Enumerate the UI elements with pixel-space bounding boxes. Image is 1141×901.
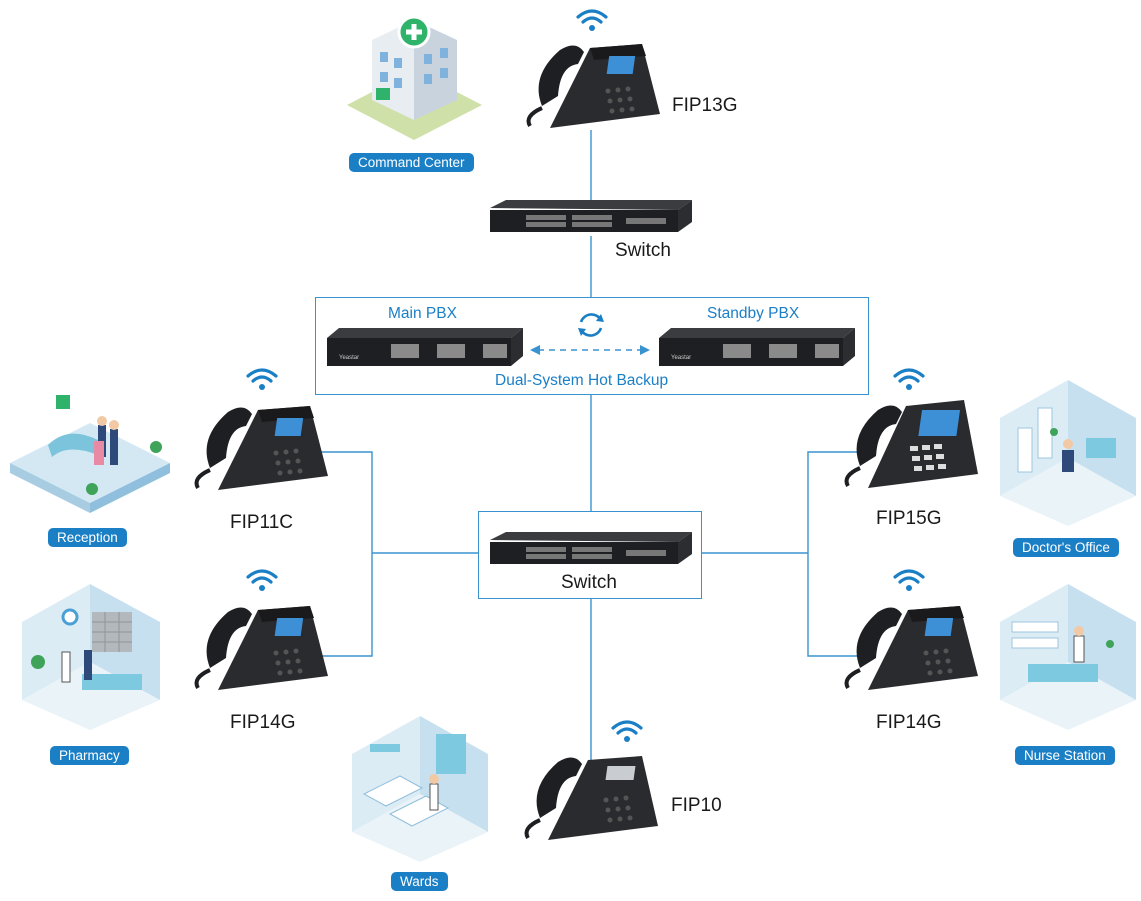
fip14g-left-label: FIP14G [230, 712, 296, 733]
fip10-label: FIP10 [671, 795, 722, 816]
reception-room-icon [8, 385, 173, 520]
wifi-icon [245, 365, 279, 393]
ip-phone-icon [518, 748, 663, 848]
main-pbx-label: Main PBX [388, 305, 457, 322]
ip-phone-icon [838, 598, 983, 698]
sync-icon [574, 308, 608, 342]
wifi-icon [245, 566, 279, 594]
doctors-office-room-icon [998, 378, 1138, 528]
ip-phone-icon [188, 598, 333, 698]
network-switch-icon [486, 198, 696, 238]
wifi-icon [575, 6, 609, 34]
fip13g-label: FIP13G [672, 95, 738, 116]
fip15g-label: FIP15G [876, 508, 942, 529]
svg-text:Yeastar: Yeastar [671, 355, 691, 361]
wards-label: Wards [391, 872, 448, 891]
fip11c-label: FIP11C [230, 512, 294, 533]
wifi-icon [610, 717, 644, 745]
svg-text:Yeastar: Yeastar [339, 355, 359, 361]
failover-arrow-icon [528, 343, 652, 357]
doctors-office-label: Doctor's Office [1013, 538, 1119, 557]
top-switch-label: Switch [615, 240, 671, 261]
pharmacy-label: Pharmacy [50, 746, 129, 765]
network-switch-icon [486, 530, 696, 570]
ip-phone-icon [520, 36, 665, 136]
standby-pbx-icon: Yeastar [657, 326, 857, 368]
wifi-icon [892, 566, 926, 594]
nurse-station-room-icon [998, 582, 1138, 732]
command-center-building-icon [342, 10, 487, 145]
center-switch-label: Switch [561, 572, 617, 593]
main-pbx-icon: Yeastar [325, 326, 525, 368]
ip-phone-icon [838, 396, 983, 496]
wifi-icon [892, 365, 926, 393]
hot-backup-label: Dual-System Hot Backup [495, 372, 669, 389]
standby-pbx-label: Standby PBX [707, 305, 800, 322]
fip14g-right-label: FIP14G [876, 712, 942, 733]
wards-room-icon [350, 714, 490, 864]
ip-phone-icon [188, 398, 333, 498]
pharmacy-room-icon [20, 582, 162, 732]
nurse-station-label: Nurse Station [1015, 746, 1115, 765]
reception-label: Reception [48, 528, 127, 547]
command-center-label: Command Center [349, 153, 474, 172]
